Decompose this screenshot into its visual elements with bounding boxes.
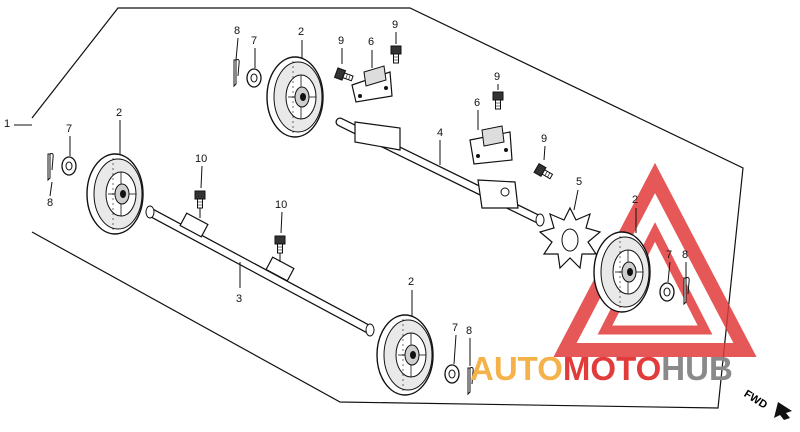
callout-2: 2: [408, 276, 415, 288]
leader-7d: [667, 261, 671, 283]
leader-9d: [543, 145, 546, 161]
callout-8: 8: [234, 25, 241, 37]
wheel-left: [86, 153, 144, 235]
bracket-upper: [351, 65, 393, 103]
callout-6: 6: [368, 36, 375, 48]
leader-5: [573, 189, 579, 211]
bolt-9d: [533, 163, 555, 182]
callout-4: 4: [437, 127, 444, 139]
leader-10b: [280, 211, 283, 234]
watermark-text: AUTOMOTOHUB: [470, 350, 733, 388]
callout-9: 9: [392, 19, 399, 31]
watermark-part-hub: HUB: [661, 350, 733, 387]
callout-8: 8: [47, 197, 54, 209]
pin-left: [47, 153, 54, 181]
callout-2: 2: [632, 194, 639, 206]
leader-7c: [453, 334, 457, 365]
callout-9: 9: [541, 133, 548, 145]
callout-5: 5: [576, 176, 583, 188]
callout-7: 7: [66, 123, 73, 135]
wheel-right: [593, 231, 651, 313]
washer-right: [659, 282, 675, 302]
bolt-10b: [274, 235, 286, 254]
bracket-lower: [469, 125, 513, 165]
assembly-frame: [31, 7, 744, 409]
callout-2: 2: [298, 26, 305, 38]
rear-axle: [335, 117, 545, 227]
bolt-9a: [390, 45, 402, 64]
wheel-upper: [266, 56, 324, 138]
callout-10: 10: [275, 199, 288, 211]
watermark-part-auto: AUTO: [470, 350, 563, 387]
leader-8b: [49, 181, 53, 197]
bolt-9b: [334, 67, 355, 84]
leader-10a: [200, 165, 203, 189]
callout-8: 8: [466, 325, 473, 337]
callout-9: 9: [494, 71, 501, 83]
watermark-part-moto: MOTO: [562, 350, 662, 387]
leader-8a: [235, 37, 239, 61]
callout-2: 2: [116, 107, 123, 119]
front-axle: [145, 198, 375, 337]
fwd-arrow-icon: [774, 402, 792, 420]
callout-3: 3: [236, 293, 243, 305]
callout-1: 1: [4, 118, 11, 130]
callout-9: 9: [338, 35, 345, 47]
wheel-bottom: [376, 314, 434, 396]
callout-7: 7: [452, 322, 459, 334]
washer-bottom: [444, 364, 460, 384]
watermark-logo: [553, 162, 757, 357]
callout-6: 6: [474, 97, 481, 109]
bolt-10a: [194, 190, 206, 209]
callout-7: 7: [666, 249, 673, 261]
washer-left: [61, 156, 77, 176]
pin-upper: [233, 59, 240, 87]
callout-7: 7: [251, 35, 258, 47]
washer-upper: [246, 68, 262, 88]
bolt-9c: [492, 91, 504, 110]
star-washer: [538, 206, 602, 270]
callout-10: 10: [195, 153, 208, 165]
callout-8: 8: [682, 249, 689, 261]
